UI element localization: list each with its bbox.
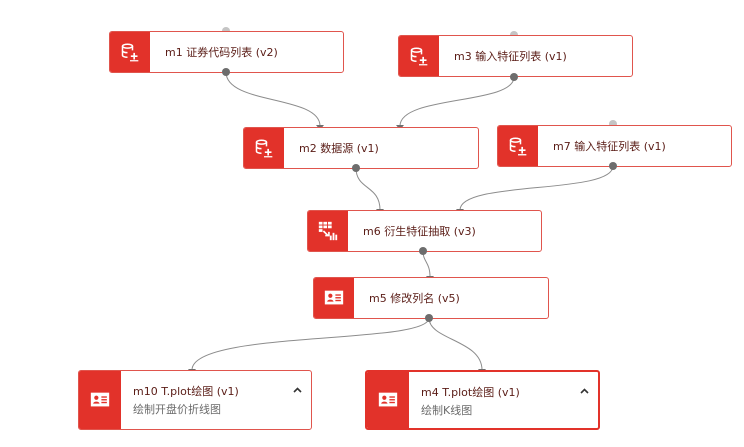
node-description: 绘制K线图: [421, 404, 473, 417]
node-title: m5 修改列名 (v5): [369, 292, 460, 305]
contact-card-icon: [314, 278, 354, 318]
node-title: m7 输入特征列表 (v1): [553, 140, 666, 153]
edge-m3-m2: [399, 76, 515, 127]
collapse-chevron-icon[interactable]: [578, 386, 590, 396]
database-add-icon: [399, 36, 439, 76]
module-node-m3[interactable]: m3 输入特征列表 (v1): [398, 35, 633, 77]
module-node-m5[interactable]: m5 修改列名 (v5): [313, 277, 549, 319]
output-port[interactable]: [425, 314, 433, 322]
output-port[interactable]: [609, 162, 617, 170]
edge-m6-m5: [422, 250, 431, 278]
node-description: 绘制开盘价折线图: [133, 403, 221, 416]
module-node-m10[interactable]: m10 T.plot绘图 (v1) 绘制开盘价折线图: [78, 370, 312, 430]
node-title: m2 数据源 (v1): [299, 142, 379, 155]
module-node-m6[interactable]: m6 衍生特征抽取 (v3): [307, 210, 542, 252]
module-node-m1[interactable]: m1 证券代码列表 (v2): [109, 31, 344, 73]
output-port[interactable]: [352, 164, 360, 172]
database-add-icon: [498, 126, 538, 166]
edge-m5-m10: [191, 317, 430, 371]
output-port[interactable]: [510, 73, 518, 81]
module-node-m4[interactable]: m4 T.plot绘图 (v1) 绘制K线图: [365, 370, 600, 430]
database-add-icon: [244, 128, 284, 168]
node-title: m1 证券代码列表 (v2): [165, 46, 278, 59]
edge-m2-m6: [355, 167, 381, 211]
output-port[interactable]: [419, 247, 427, 255]
node-title: m6 衍生特征抽取 (v3): [363, 225, 476, 238]
node-title: m3 输入特征列表 (v1): [454, 50, 567, 63]
database-add-icon: [110, 32, 150, 72]
module-node-m2[interactable]: m2 数据源 (v1): [243, 127, 479, 169]
module-node-m7[interactable]: m7 输入特征列表 (v1): [497, 125, 732, 167]
input-port[interactable]: [609, 120, 617, 128]
contact-card-icon: [367, 372, 409, 428]
node-title: m10 T.plot绘图 (v1): [133, 385, 239, 398]
contact-card-icon: [79, 371, 121, 429]
edge-m1-m2: [225, 71, 321, 127]
edge-m5-m4: [428, 317, 483, 371]
edge-m7-m6: [459, 165, 614, 211]
node-title: m4 T.plot绘图 (v1): [421, 386, 520, 399]
output-port[interactable]: [222, 68, 230, 76]
collapse-chevron-icon[interactable]: [291, 385, 303, 395]
table-chart-icon: [308, 211, 348, 251]
